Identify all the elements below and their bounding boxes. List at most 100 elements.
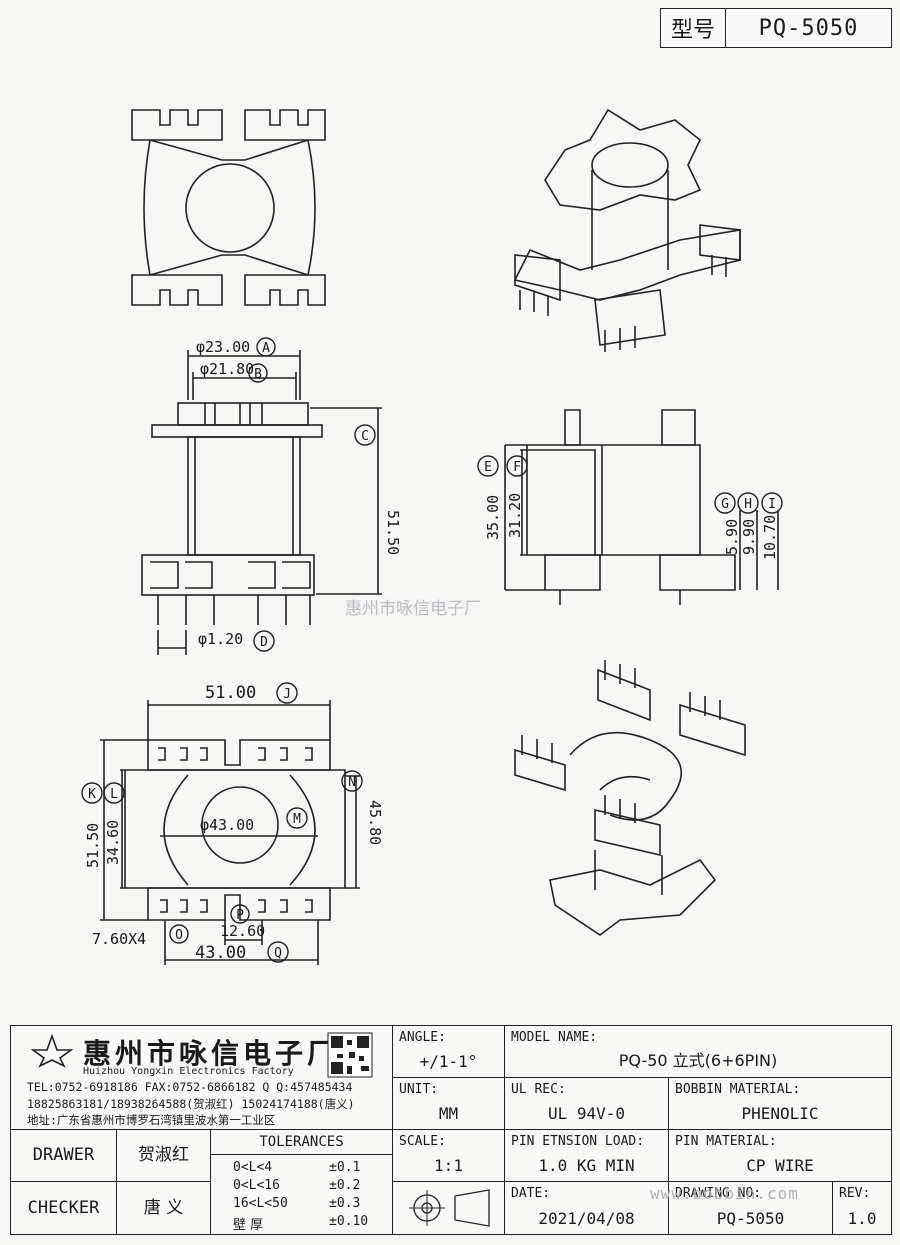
company-name-cn: 惠州市咏信电子厂 xyxy=(83,1037,340,1070)
svg-text:M: M xyxy=(293,812,301,827)
svg-text:I: I xyxy=(768,497,776,512)
model-number-box: 型号 PQ-5050 xyxy=(660,8,892,48)
projection-cell xyxy=(393,1182,505,1234)
balloon-Q: Q xyxy=(267,941,289,963)
rev-value: 1.0 xyxy=(847,1209,877,1228)
ul-rec-label: UL REC: xyxy=(511,1082,566,1097)
model-name-label: MODEL NAME: xyxy=(511,1030,598,1045)
svg-text:E: E xyxy=(484,460,492,475)
dim-O-text: 7.60X4 xyxy=(92,930,146,948)
dim-L-text: 34.60 xyxy=(104,820,122,865)
company-logo-icon xyxy=(30,1033,74,1068)
date-value: 2021/04/08 xyxy=(538,1209,635,1228)
bobbin-material-cell: BOBBIN MATERIAL: PHENOLIC xyxy=(669,1078,891,1130)
svg-text:H: H xyxy=(744,497,752,512)
bottom-view-bobbin xyxy=(100,700,360,965)
checker-label-cell: CHECKER xyxy=(11,1182,117,1234)
svg-text:K: K xyxy=(88,787,96,802)
pin-load-cell: PIN ETNSION LOAD: 1.0 KG MIN xyxy=(505,1130,669,1182)
pin-load-value: 1.0 KG MIN xyxy=(538,1156,635,1175)
company-name-en: Huizhou Yongxin Electronics Factory xyxy=(83,1066,294,1077)
dim-Q-text: 43.00 xyxy=(195,943,246,963)
dim-C-text: 51.50 xyxy=(384,510,402,555)
top-view-bobbin xyxy=(131,109,326,306)
dim-I-text: 10.70 xyxy=(761,515,779,560)
side-view-bobbin xyxy=(141,350,382,655)
balloon-G: G xyxy=(714,492,736,514)
dim-A-text: φ23.00 xyxy=(196,338,250,356)
dim-H-text: 9.90 xyxy=(740,519,758,555)
angle-label: ANGLE: xyxy=(399,1030,446,1045)
drawing-no-cell: DRAWING NO: PQ-5050 xyxy=(669,1182,833,1234)
watermark-url: www.bobbin.com xyxy=(650,1184,799,1203)
model-name-cell: MODEL NAME: PQ-50 立式(6+6PIN) xyxy=(505,1026,891,1078)
drawing-no-label: DRAWING NO: xyxy=(675,1186,762,1201)
balloon-J: J xyxy=(276,682,298,704)
balloon-B: B xyxy=(248,363,268,383)
isometric-view-top xyxy=(513,108,741,352)
rev-label: REV: xyxy=(839,1186,871,1201)
checker-value-cell: 唐 义 xyxy=(117,1182,211,1234)
balloon-E: E xyxy=(477,455,499,477)
dim-G-text: 5.90 xyxy=(723,519,741,555)
company-mobile-line: 18825863181/18938264588(贺淑红) 15024174188… xyxy=(27,1097,355,1111)
balloon-F: F xyxy=(506,455,528,477)
ul-rec-cell: UL REC: UL 94V-0 xyxy=(505,1078,669,1130)
pin-material-value: CP WIRE xyxy=(746,1156,814,1175)
scale-label: SCALE: xyxy=(399,1134,446,1149)
balloon-P: P xyxy=(230,904,250,924)
dim-J-text: 51.00 xyxy=(205,683,256,703)
projection-symbol-icon xyxy=(409,1189,490,1227)
watermark-text: 惠州市咏信电子厂 xyxy=(345,599,481,619)
svg-text:J: J xyxy=(283,687,291,702)
tolerances-cell: TOLERANCES 0<L<4±0.1 0<L<16±0.2 16<L<50±… xyxy=(211,1130,393,1234)
company-tel-line: TEL:0752-6918186 FAX:0752-6866182 Q Q:45… xyxy=(27,1080,353,1094)
balloon-L: L xyxy=(103,782,125,804)
date-cell: DATE: 2021/04/08 xyxy=(505,1182,669,1234)
balloon-D: D xyxy=(253,630,275,652)
bobbin-material-value: PHENOLIC xyxy=(741,1104,819,1123)
balloon-M: M xyxy=(286,807,308,829)
unit-cell: UNIT: MM xyxy=(393,1078,505,1130)
svg-text:C: C xyxy=(361,429,369,444)
company-address-line: 地址:广东省惠州市博罗石湾镇里波水第一工业区 xyxy=(27,1113,276,1127)
pin-material-cell: PIN MATERIAL: CP WIRE xyxy=(669,1130,891,1182)
technical-drawing: φ23.00 φ21.80 51.50 φ1.20 35.00 31.20 5.… xyxy=(81,108,783,965)
angle-cell: ANGLE: +/1-1° xyxy=(393,1026,505,1078)
balloon-A: A xyxy=(256,337,276,357)
svg-text:N: N xyxy=(348,775,356,790)
balloon-C: C xyxy=(354,424,376,446)
svg-text:O: O xyxy=(175,928,183,943)
dim-E-text: 35.00 xyxy=(484,495,502,540)
unit-label: UNIT: xyxy=(399,1082,439,1097)
drawer-value: 贺淑红 xyxy=(138,1145,189,1165)
checker-value: 唐 义 xyxy=(143,1198,184,1218)
tolerances-label: TOLERANCES xyxy=(211,1134,392,1155)
angle-value: +/1-1° xyxy=(419,1052,478,1071)
svg-text:F: F xyxy=(513,460,521,475)
front-view-bobbin xyxy=(504,409,779,605)
dim-F-text: 31.20 xyxy=(506,493,524,538)
drawing-no-value: PQ-5050 xyxy=(716,1209,785,1228)
rev-cell: REV: 1.0 xyxy=(833,1182,891,1234)
model-number-label: 型号 xyxy=(661,9,726,47)
company-info: 惠州市咏信电子厂 Huizhou Yongxin Electronics Fac… xyxy=(11,1026,393,1130)
drawer-label-cell: DRAWER xyxy=(11,1130,117,1182)
isometric-view-bottom xyxy=(514,660,746,936)
svg-text:P: P xyxy=(236,908,244,923)
svg-text:D: D xyxy=(260,635,268,650)
unit-value: MM xyxy=(438,1104,459,1123)
balloon-N: N xyxy=(341,770,363,792)
svg-text:Q: Q xyxy=(274,946,282,961)
dim-N-text: 45.80 xyxy=(366,800,384,845)
balloon-O: O xyxy=(169,924,189,944)
dim-M-text: φ43.00 xyxy=(200,816,254,834)
model-name-value: PQ-50 立式(6+6PIN) xyxy=(618,1051,778,1070)
dim-B-text: φ21.80 xyxy=(200,360,254,378)
balloon-I: I xyxy=(761,492,783,514)
title-block: 惠州市咏信电子厂 Huizhou Yongxin Electronics Fac… xyxy=(10,1025,892,1235)
scale-value: 1:1 xyxy=(434,1156,463,1175)
dim-K-text: 51.50 xyxy=(84,823,102,868)
qr-code-icon xyxy=(327,1032,373,1078)
